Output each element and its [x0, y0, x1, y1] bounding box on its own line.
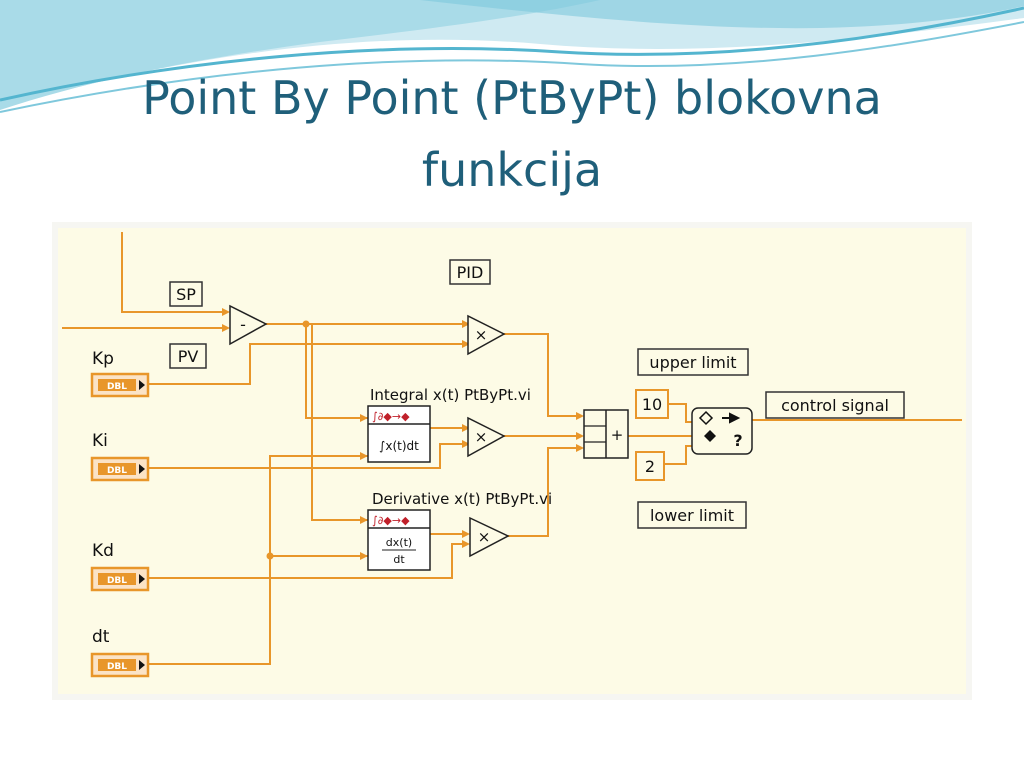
svg-text:dt: dt — [393, 553, 405, 566]
compound-add-node[interactable]: + — [583, 409, 629, 459]
svg-text:?: ? — [733, 431, 742, 450]
subtract-node[interactable]: - — [229, 304, 268, 346]
wire-dt — [148, 455, 368, 665]
control-kd[interactable]: Kd DBL — [90, 541, 150, 592]
slide-title-line-1: Point By Point (PtByPt) blokovna — [142, 71, 882, 125]
control-kp[interactable]: Kp DBL — [90, 349, 150, 398]
svg-text:∫x(t)dt: ∫x(t)dt — [379, 439, 419, 453]
control-ki[interactable]: Ki DBL — [90, 431, 150, 482]
constant-upper-value[interactable]: 10 — [635, 389, 669, 419]
header-wave-decoration — [0, 0, 1024, 113]
svg-text:-: - — [240, 315, 246, 334]
wire-lower-limit — [664, 445, 692, 465]
derivative-vi-label: Derivative x(t) PtByPt.vi — [372, 490, 552, 508]
control-kp-label: Kp — [92, 349, 114, 369]
svg-text:DBL: DBL — [107, 662, 127, 672]
label-pv: PV — [169, 343, 207, 369]
svg-text:2: 2 — [645, 457, 655, 476]
arrow-right-icon — [722, 412, 741, 424]
control-ki-label: Ki — [92, 431, 108, 451]
svg-text:DBL: DBL — [107, 576, 127, 586]
diagram-panel — [58, 228, 966, 694]
label-sp: SP — [169, 281, 203, 307]
wire-kd — [148, 543, 462, 579]
control-kd-label: Kd — [92, 541, 114, 561]
wire-sp — [121, 232, 222, 313]
label-pid: PID — [449, 259, 491, 285]
control-dt-label: dt — [92, 627, 110, 647]
label-lower-limit: lower limit — [637, 501, 747, 529]
svg-text:DBL: DBL — [107, 382, 127, 392]
wire-error-to-derivative — [311, 324, 368, 521]
multiply-node-d[interactable]: × — [469, 516, 510, 558]
wire-arrowheads — [222, 308, 584, 560]
wire-ki — [148, 443, 462, 469]
svg-text:SP: SP — [176, 285, 196, 304]
wires — [62, 232, 962, 665]
svg-text:+: + — [611, 426, 624, 444]
wire-kp — [148, 343, 462, 385]
multiply-node-i[interactable]: × — [467, 416, 506, 458]
wire-p-term — [504, 333, 582, 417]
svg-text:×: × — [478, 528, 491, 546]
svg-text:∫∂◆→◆: ∫∂◆→◆ — [372, 410, 410, 423]
control-dt[interactable]: dt DBL — [90, 627, 150, 678]
wire-error-to-integral — [305, 324, 368, 419]
svg-text:PV: PV — [178, 347, 199, 366]
derivative-ptbypt-vi[interactable]: Derivative x(t) PtByPt.vi ∫∂◆→◆ dx(t) dt — [367, 490, 552, 571]
svg-text:×: × — [475, 428, 488, 446]
integral-vi-label: Integral x(t) PtByPt.vi — [370, 386, 531, 404]
svg-text:DBL: DBL — [107, 466, 127, 476]
wire-junctions — [266, 320, 310, 560]
svg-text:∫∂◆→◆: ∫∂◆→◆ — [372, 514, 410, 527]
svg-text:control signal: control signal — [781, 396, 889, 415]
svg-text:dx(t): dx(t) — [386, 536, 412, 549]
slide-title-line-2: funkcija — [421, 143, 603, 197]
svg-text:×: × — [475, 326, 488, 344]
label-upper-limit: upper limit — [637, 348, 749, 376]
integral-ptbypt-vi[interactable]: Integral x(t) PtByPt.vi ∫∂◆→◆ ∫x(t)dt — [367, 386, 531, 463]
wire-upper-limit — [668, 403, 692, 423]
svg-text:lower limit: lower limit — [650, 506, 734, 525]
in-range-coerce-node[interactable]: ? — [691, 407, 753, 455]
label-control-signal: control signal — [765, 391, 905, 419]
diamond-filled-icon — [704, 430, 716, 442]
svg-text:10: 10 — [642, 395, 662, 414]
svg-text:PID: PID — [457, 263, 484, 282]
diamond-icon — [698, 410, 714, 426]
constant-lower-value[interactable]: 2 — [635, 451, 665, 481]
slide-title: Point By Point (PtByPt) blokovna funkcij… — [0, 62, 1024, 206]
wire-d-term — [508, 447, 582, 537]
svg-text:upper limit: upper limit — [649, 353, 736, 372]
multiply-node-p[interactable]: × — [467, 314, 506, 356]
